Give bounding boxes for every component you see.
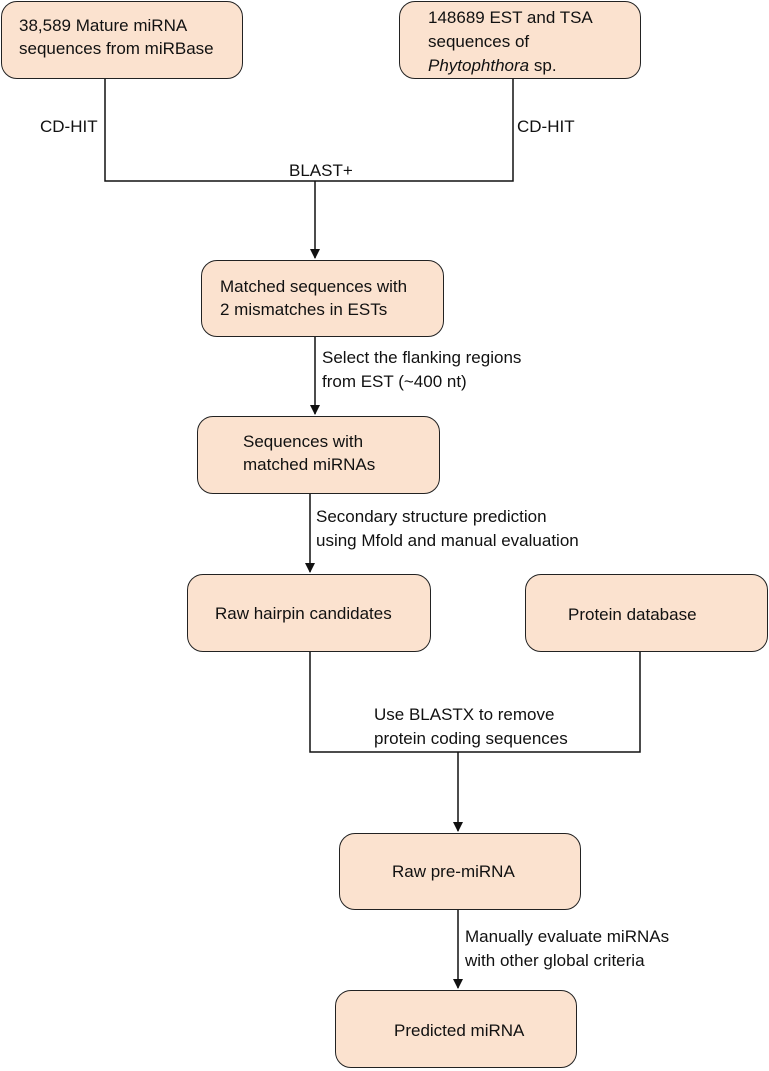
est-box: 148689 EST and TSA sequences of Phytopht… [399,1,641,79]
raw-hairpin-box: Raw hairpin candidates [187,574,431,652]
label-blastx-line2: protein coding sequences [374,729,568,748]
label-blastx-line1: Use BLASTX to remove [374,705,555,724]
connector-mirbase-to-join [104,79,315,182]
pre-mirna-text: Raw pre-miRNA [392,862,515,881]
matched-line2: 2 mismatches in ESTs [220,300,388,319]
est-line2: sequences of [428,32,530,51]
predicted-text: Predicted miRNA [394,1021,525,1040]
connector-est-to-join [315,79,514,182]
label-blast: BLAST+ [289,161,353,180]
est-line3: Phytophthora sp. [428,55,557,77]
label-secondary-line2: using Mfold and manual evaluation [316,531,579,550]
protein-database-box: Protein database [525,574,768,652]
mirbase-box: 38,589 Mature miRNA sequences from miRBa… [1,1,243,79]
label-manual-line1: Manually evaluate miRNAs [465,927,670,946]
est-line1: 148689 EST and TSA [428,8,593,27]
label-cdhit-right: CD-HIT [517,117,575,136]
mirbase-line1: 38,589 Mature miRNA [19,16,188,35]
mirbase-line2: sequences from miRBase [19,39,214,58]
with-mirnas-line2: matched miRNAs [243,455,376,474]
predicted-mirna-box: Predicted miRNA [335,990,577,1068]
matched-line1: Matched sequences with [220,277,408,296]
raw-pre-mirna-box: Raw pre-miRNA [339,833,581,910]
with-mirnas-line1: Sequences with [243,432,364,451]
est-species-suffix: sp. [529,56,557,75]
protein-text: Protein database [568,605,697,624]
matched-sequences-box: Matched sequences with 2 mismatches in E… [201,260,444,337]
hairpin-text: Raw hairpin candidates [215,604,392,623]
label-manual-line2: with other global criteria [465,951,645,970]
est-species-italic: Phytophthora [428,56,530,75]
sequences-with-mirnas-box: Sequences with matched miRNAs [197,416,440,494]
label-cdhit-left: CD-HIT [40,117,98,136]
label-secondary-line1: Secondary structure prediction [316,507,547,526]
label-flanking-line2: from EST (~400 nt) [322,372,467,391]
connector-hairpin-to-join [309,652,641,753]
label-flanking-line1: Select the flanking regions [322,348,522,367]
